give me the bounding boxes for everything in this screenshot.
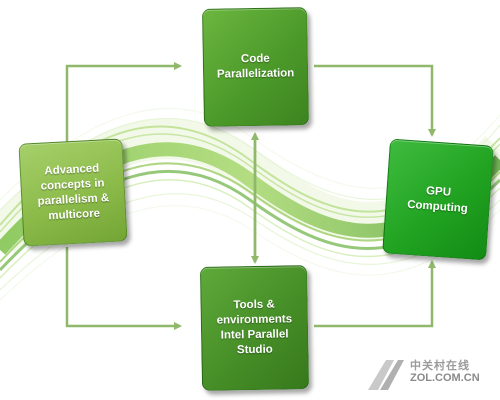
- node-tools-label: Tools & environments Intel Parallel Stud…: [216, 298, 293, 357]
- arrow-code-to-gpu: [314, 64, 436, 137]
- arrow-tools-to-gpu: [314, 260, 436, 328]
- node-code-label: Code Parallelization: [216, 52, 295, 81]
- arrow-advanced-to-tools: [65, 247, 182, 330]
- node-gpu-computing: GPU Computing: [382, 138, 494, 261]
- watermark-url: ZOL.COM.CN: [410, 372, 480, 384]
- node-code-parallelization: Code Parallelization: [201, 7, 310, 127]
- connector-arrows: [65, 62, 436, 330]
- node-advanced-concepts: Advanced concepts in parallelism & multi…: [18, 138, 128, 247]
- arrow-advanced-to-code: [65, 62, 182, 145]
- node-advanced-label: Advanced concepts in parallelism & multi…: [37, 162, 110, 222]
- watermark-logo-icon: [368, 360, 404, 390]
- node-tools-environments: Tools & environments Intel Parallel Stud…: [199, 265, 310, 391]
- watermark-text: 中关村在线: [410, 360, 470, 372]
- node-gpu-label: GPU Computing: [406, 184, 469, 215]
